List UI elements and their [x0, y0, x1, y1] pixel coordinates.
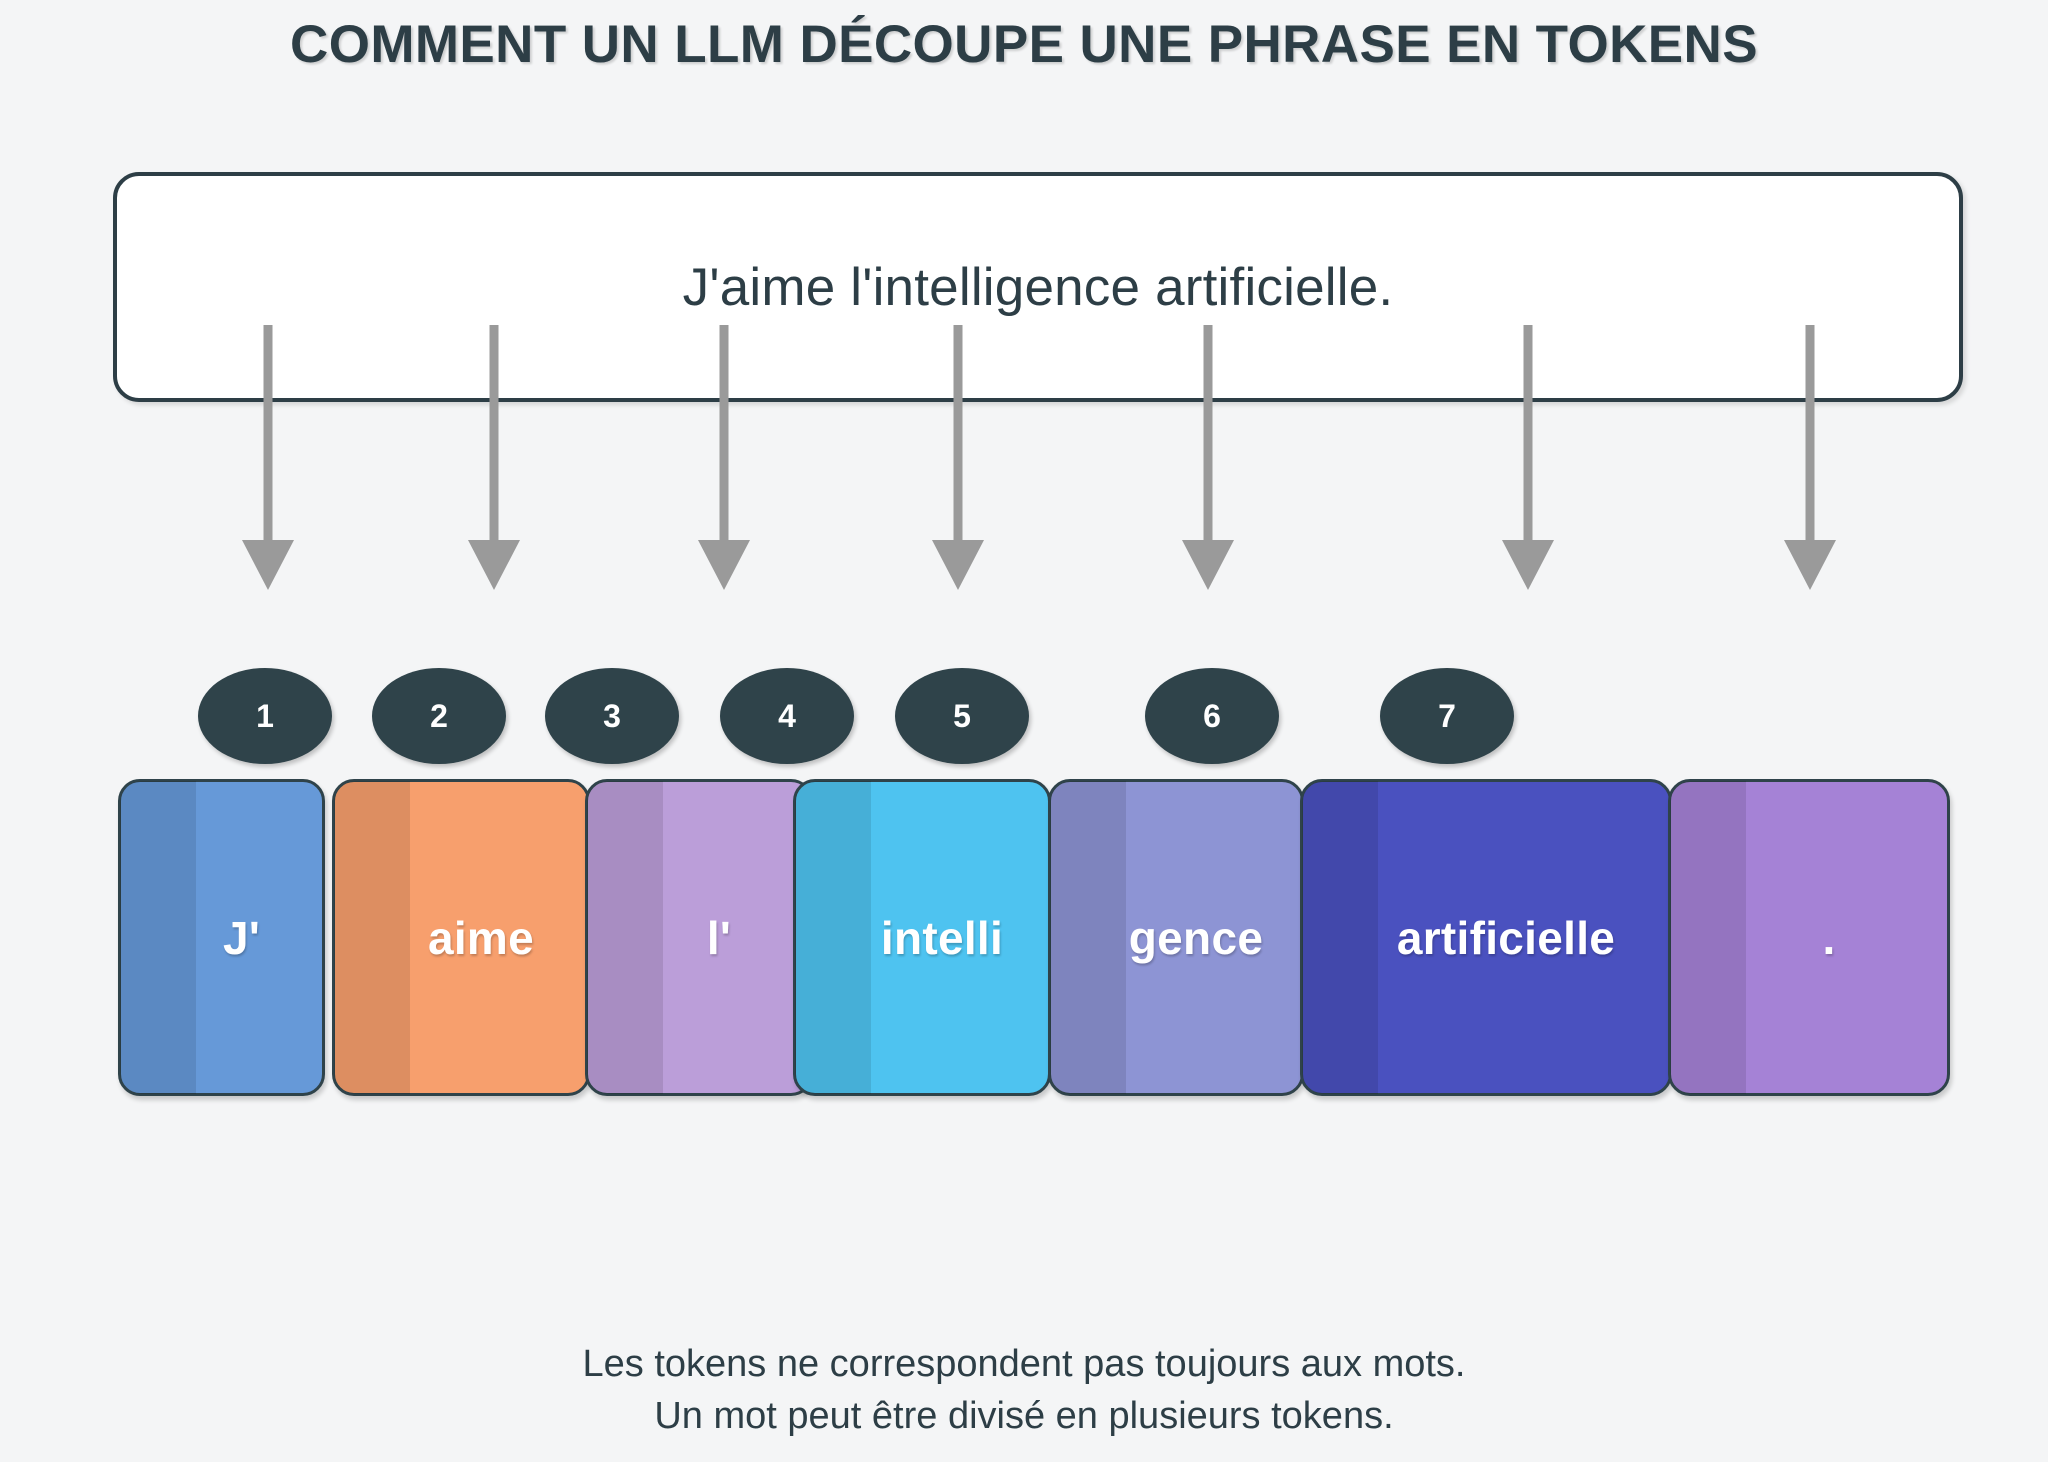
token-index-badge: 4 — [720, 668, 854, 764]
arrow-head — [242, 540, 294, 590]
arrow-head — [932, 540, 984, 590]
token-block[interactable]: intelli — [793, 779, 1051, 1096]
token-label: intelli — [880, 911, 1004, 964]
arrow-head — [1502, 540, 1554, 590]
token-index-badge: 6 — [1145, 668, 1279, 764]
token-label: artificielle — [1396, 911, 1616, 964]
token-overlap-strip — [1050, 781, 1126, 1094]
token-block[interactable]: J' — [118, 779, 325, 1096]
arrow-head — [1182, 540, 1234, 590]
token-overlap-strip — [1302, 781, 1378, 1094]
footer-line-1: Les tokens ne correspondent pas toujours… — [582, 1343, 1466, 1385]
token-block[interactable]: aime — [332, 779, 590, 1096]
token-blocks-row: J' aime l' intelli gence artificielle. — [0, 779, 2048, 1099]
token-index-badge: 5 — [895, 668, 1029, 764]
arrow-head — [468, 540, 520, 590]
token-index-badge: 1 — [198, 668, 332, 764]
page-title: COMMENT UN LLM DÉCOUPE UNE PHRASE EN TOK… — [290, 15, 1758, 74]
input-sentence-text: J'aime l'intelligence artificielle. — [682, 257, 1394, 317]
token-overlap-strip — [587, 781, 663, 1094]
token-index-badge: 2 — [372, 668, 506, 764]
token-block[interactable]: l' — [585, 779, 813, 1096]
token-block[interactable]: . — [1668, 779, 1950, 1096]
token-index-badge: 3 — [545, 668, 679, 764]
token-overlap-strip — [1670, 781, 1746, 1094]
arrow-head — [1784, 540, 1836, 590]
token-index-badge: 7 — [1380, 668, 1514, 764]
token-block[interactable]: artificielle — [1300, 779, 1672, 1096]
token-label: J' — [222, 911, 261, 964]
token-overlap-strip — [795, 781, 871, 1094]
input-sentence-box: J'aime l'intelligence artificielle. — [113, 172, 1963, 402]
footer-line-2: Un mot peut être divisé en plusieurs tok… — [654, 1395, 1394, 1437]
token-overlap-strip — [334, 781, 410, 1094]
token-label: . — [1822, 911, 1836, 964]
arrow-head — [698, 540, 750, 590]
token-block[interactable]: gence — [1048, 779, 1304, 1096]
token-label: gence — [1128, 911, 1264, 964]
footer-caption: Les tokens ne correspondent pas toujours… — [0, 1338, 2048, 1442]
token-overlap-strip — [120, 781, 196, 1094]
token-label: aime — [427, 911, 535, 964]
token-label: l' — [706, 911, 732, 964]
